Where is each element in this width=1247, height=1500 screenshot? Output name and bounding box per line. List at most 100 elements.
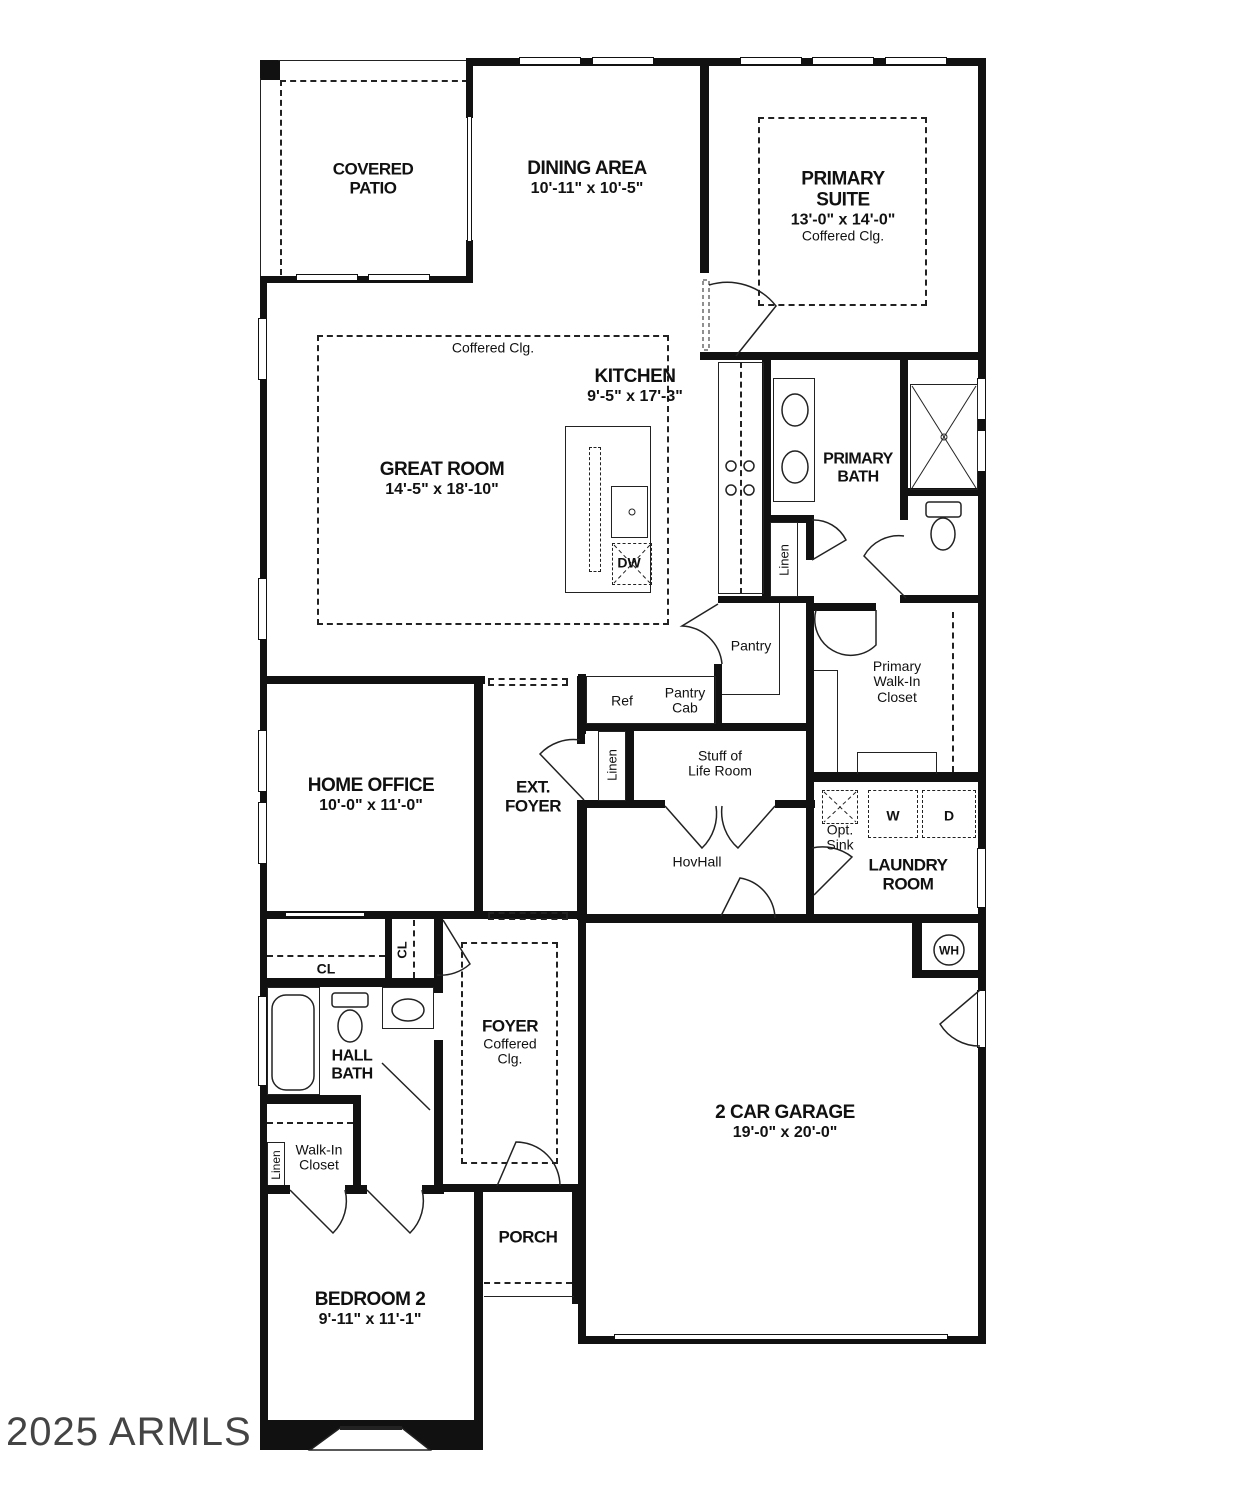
wall [900,360,908,520]
window [296,274,358,281]
room-name: HALL [331,1047,373,1065]
ceiling-note: Coffered Clg. [801,227,885,244]
room-name: PRIMARY [823,450,893,468]
pantry-cab-label: Pantry Cab [665,685,705,717]
room-name: PRIMARY [801,168,885,190]
wall [260,60,280,80]
wall [474,676,483,916]
room-name: Closet [877,688,917,705]
window [258,578,267,640]
vanity [773,378,815,502]
wall [775,800,815,808]
wall [260,978,440,987]
ceiling-note: Clg. [497,1050,523,1067]
room-name: DINING AREA [527,157,647,179]
wall [578,914,586,1344]
closet-rod [267,1122,353,1124]
room-foyer: FOYER Coffered Clg. [482,1017,539,1067]
patio-overhang [280,80,468,275]
window [885,57,947,65]
room-name: Walk-In [873,673,921,690]
kitchen-island [565,426,651,593]
upper-cabinet [740,362,742,594]
window [285,912,365,917]
room-name: PORCH [498,1227,558,1247]
wall [466,58,986,66]
wall [422,1185,444,1194]
refrigerator-label: Ref [611,693,633,708]
linen-label: Linen [269,1150,283,1180]
room-name: HovHall [672,853,722,870]
vanity [382,987,434,1029]
room-laundry: LAUNDRY ROOM [869,856,948,893]
island-overhang [589,447,601,572]
closet-label: CL [316,960,336,977]
wall [466,240,473,282]
window [258,318,267,380]
room-dimensions: 10'-11" x 10'-5" [530,179,644,197]
wall [578,723,813,731]
room-dimensions: 14'-5" x 18'-10" [385,480,499,498]
room-dimensions: 9'-11" x 11'-1" [318,1310,422,1328]
room-stuff-of-life: Stuff of Life Room [688,747,752,780]
wall [260,276,473,283]
closet-rod [267,955,385,957]
room-primary-bath: PRIMARY BATH [823,450,893,485]
wall [260,1185,268,1450]
window [740,57,802,65]
closet-shelf [952,612,954,772]
room-name: Walk-In [295,1141,343,1158]
opening [488,678,568,686]
washer [868,790,918,838]
cabinet [586,676,716,724]
patio-edge [278,60,470,61]
room-name: Stuff of [697,747,743,764]
foyer-coffer [461,942,558,1164]
wall [466,60,473,118]
window [258,996,267,1086]
room-name: BATH [331,1065,373,1082]
dishwasher-label: DW [617,554,641,571]
room-name: GREAT ROOM [379,458,505,480]
wall [700,352,985,360]
wall [572,1184,580,1304]
window [368,274,430,281]
ceiling-note: Coffered [483,1034,537,1051]
wall [718,596,813,603]
room-name: Cab [672,700,698,716]
opt-sink-label: Opt. Sink [826,821,854,854]
window [977,848,986,908]
dryer-label: D [943,807,955,824]
room-home-office: HOME OFFICE 10'-0" x 11'-0" [307,774,435,814]
wall [806,603,876,611]
room-kitchen: KITCHEN 9'-5" x 17'-3" [587,365,683,405]
wall [353,1095,361,1185]
watermark: 2025 ARMLS [6,1410,252,1454]
wall [766,515,812,523]
wall [260,1185,290,1194]
wall [385,916,392,982]
wall [806,850,814,920]
opt-sink [822,790,858,824]
linen-label: Linen [776,544,792,576]
great-room-coffer [317,335,669,625]
wall [434,1040,443,1190]
room-name: KITCHEN [594,365,676,387]
room-name: Closet [299,1157,339,1173]
wall [900,595,985,603]
primary-suite-coffer [758,117,927,306]
room-great-room: GREAT ROOM 14'-5" x 18'-10" [379,458,505,498]
linen-shelf [770,522,798,597]
room-name: BATH [837,468,879,485]
room-covered-patio: COVERED PATIO [333,160,414,197]
wall [585,800,665,808]
room-name: ROOM [882,874,934,893]
opening [488,912,568,920]
wall [577,800,587,920]
wall [978,58,986,1343]
opt-sink-text: Opt. [826,821,854,838]
opt-sink-text: Sink [826,837,854,853]
room-name: HOME OFFICE [307,774,435,796]
wall [260,676,485,684]
